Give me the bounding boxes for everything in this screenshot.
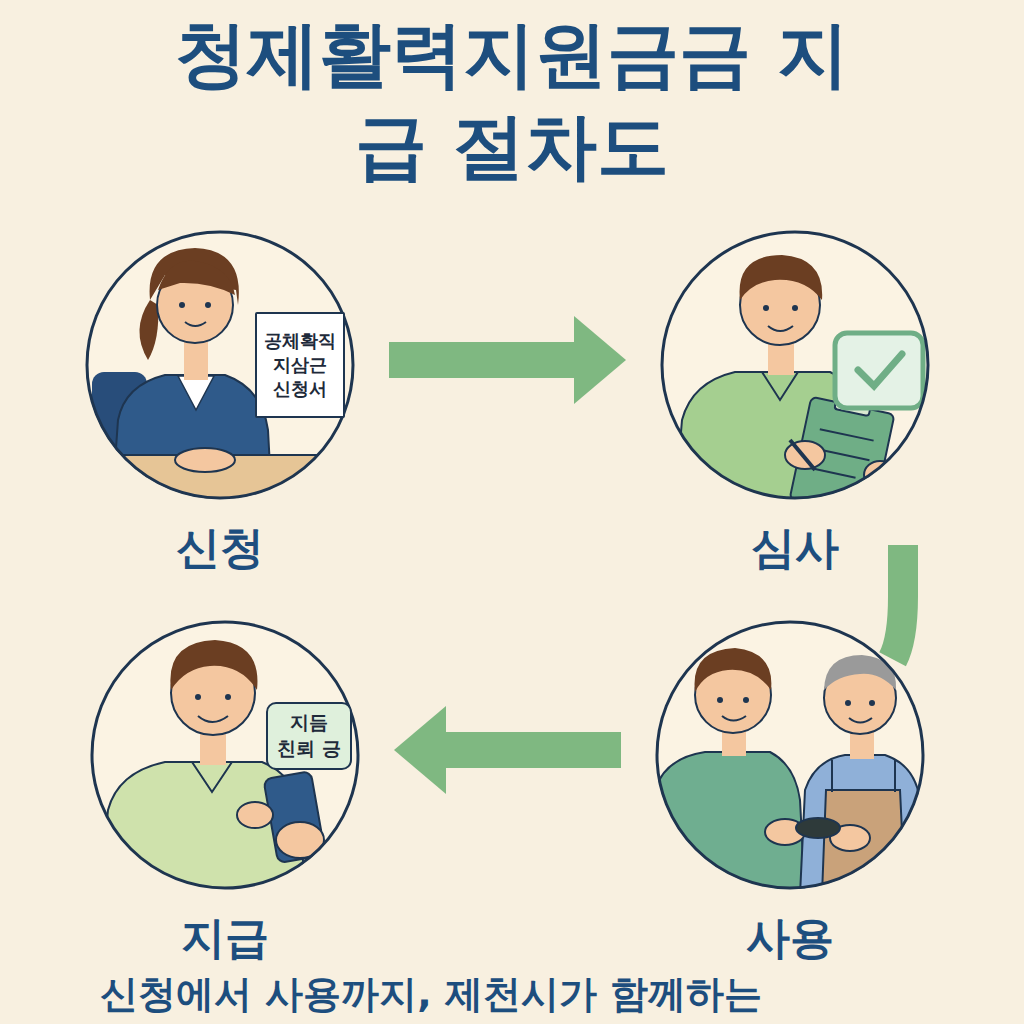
flow-arrow: [893, 545, 903, 659]
step-label: 신청: [85, 522, 355, 574]
arrow-head: [394, 706, 446, 794]
diagram-caption: 신청에서 사용까지, 제천시가 함께하는: [100, 972, 1000, 1016]
step-label: 지급: [90, 912, 360, 964]
circle-outline: [660, 230, 930, 500]
circle-outline: [662, 232, 928, 498]
sign-text: 공체확직 지삼근 신청서: [255, 312, 345, 418]
recipient-scene: [85, 615, 365, 895]
process-circle: 지급 지듬 친뢰 긍: [90, 620, 360, 964]
arrow-shaft: [444, 732, 621, 768]
sign-text: 지듬 친뢰 긍: [266, 702, 352, 770]
circle-outline: [92, 622, 358, 888]
shop-scene: [650, 615, 930, 895]
process-circle: 사용: [655, 620, 925, 964]
applicant-scene: [80, 225, 370, 515]
reviewer-scene: [655, 225, 935, 517]
step-label: 심사: [660, 522, 930, 574]
flow-arrow: [389, 316, 626, 404]
step-label: 사용: [655, 912, 925, 964]
diagram-title: 청제활력지원금금 지급 절차도: [150, 8, 874, 192]
flow-arrow: [394, 706, 621, 794]
process-circle: 신청 공체확직 지삼근 신청서: [85, 230, 355, 574]
circle-outline: [655, 620, 925, 890]
process-circle: 심사: [660, 230, 930, 574]
arrow-head: [574, 316, 626, 404]
connector-bar: [893, 545, 903, 659]
circle-outline: [657, 622, 923, 888]
circle-outline: [87, 232, 353, 498]
arrow-shaft: [389, 342, 576, 378]
